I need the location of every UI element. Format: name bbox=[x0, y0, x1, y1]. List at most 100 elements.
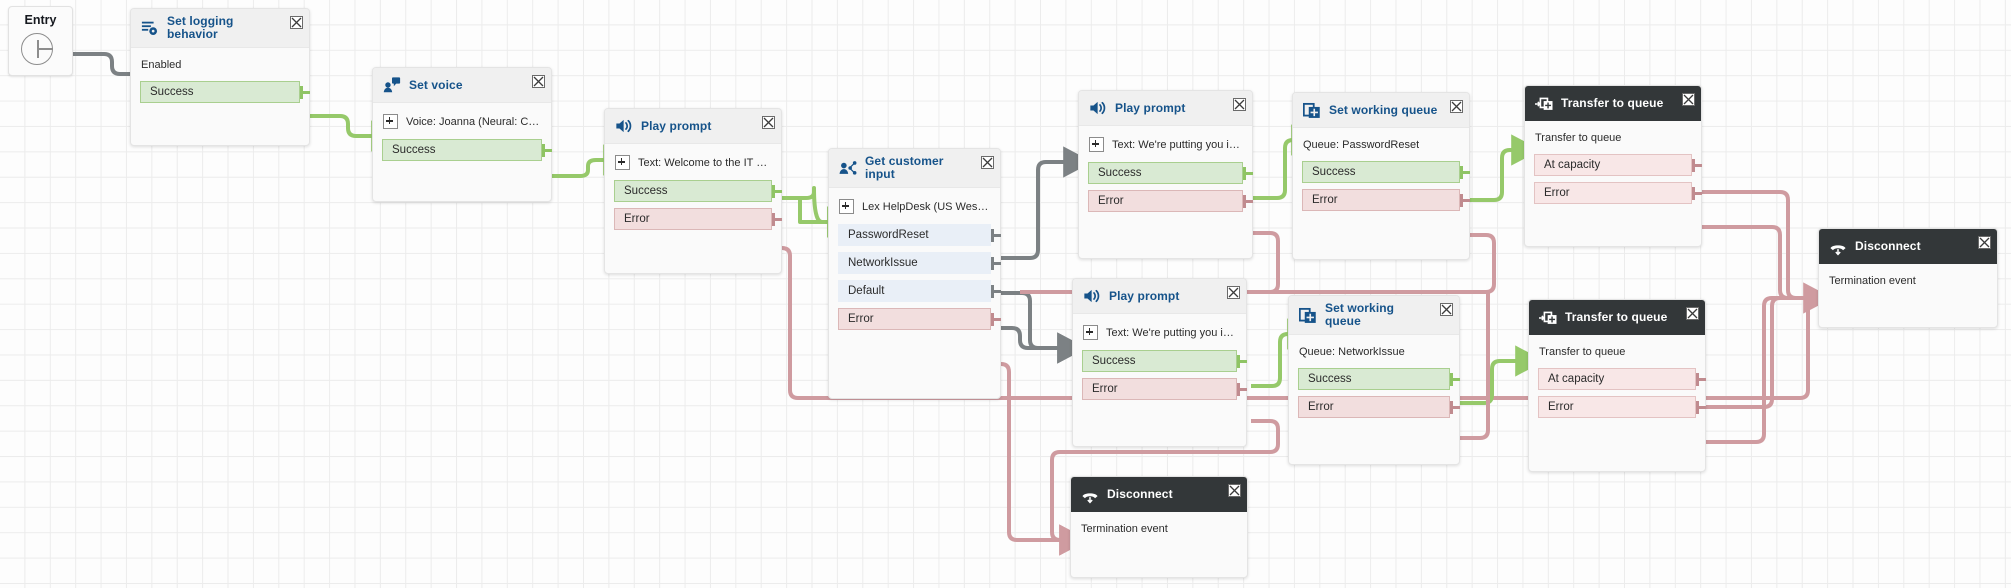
node-play-prompt-queue-network[interactable]: Play prompt Text: We're putting you in a… bbox=[1072, 278, 1247, 447]
close-icon[interactable] bbox=[762, 116, 775, 129]
close-icon[interactable] bbox=[532, 75, 545, 88]
port-connector-nub[interactable] bbox=[991, 257, 1001, 270]
node-get-customer-input[interactable]: Get customer input Lex HelpDesk (US West… bbox=[828, 148, 1001, 399]
port-connector-nub[interactable] bbox=[772, 213, 782, 226]
close-icon[interactable] bbox=[290, 16, 303, 29]
entry-node[interactable]: Entry bbox=[8, 6, 73, 76]
port-branch[interactable]: Default bbox=[838, 280, 1001, 302]
port-success[interactable]: Success bbox=[1082, 350, 1247, 372]
port-label: Error bbox=[848, 313, 874, 325]
node-set-logging-behavior[interactable]: Set logging behavior Enabled Success bbox=[130, 8, 310, 146]
port-error[interactable]: Error bbox=[838, 308, 1001, 330]
node-header[interactable]: Transfer to queue bbox=[1529, 300, 1705, 335]
port-connector-nub[interactable] bbox=[1460, 166, 1470, 179]
play-prompt-icon bbox=[616, 119, 632, 133]
port-error[interactable]: Error bbox=[1088, 190, 1253, 212]
node-header[interactable]: Set working queue bbox=[1289, 296, 1459, 335]
node-play-prompt-welcome[interactable]: Play prompt Text: Welcome to the IT Hel.… bbox=[604, 108, 782, 274]
param-row: Termination event bbox=[1081, 521, 1237, 537]
node-params: Termination event bbox=[1071, 512, 1247, 545]
port-branch[interactable]: NetworkIssue bbox=[838, 252, 1001, 274]
port-connector-nub[interactable] bbox=[1450, 373, 1460, 386]
close-icon[interactable] bbox=[1450, 100, 1463, 113]
node-header[interactable]: Play prompt bbox=[1079, 91, 1252, 126]
node-header[interactable]: Disconnect bbox=[1071, 477, 1247, 512]
port-error[interactable]: Error bbox=[1082, 378, 1247, 400]
expand-plus-icon[interactable] bbox=[839, 199, 854, 214]
port-success[interactable]: Success bbox=[140, 81, 310, 103]
close-icon[interactable] bbox=[1228, 484, 1241, 497]
node-header[interactable]: Transfer to queue bbox=[1525, 86, 1701, 121]
close-icon[interactable] bbox=[1978, 236, 1991, 249]
port-connector-nub[interactable] bbox=[1243, 195, 1253, 208]
close-icon[interactable] bbox=[1440, 303, 1453, 316]
expand-plus-icon[interactable] bbox=[1089, 137, 1104, 152]
port-connector-nub[interactable] bbox=[1692, 159, 1702, 172]
port-capacity[interactable]: At capacity bbox=[1538, 368, 1706, 390]
expand-plus-icon[interactable] bbox=[1083, 325, 1098, 340]
port-branch[interactable]: PasswordReset bbox=[838, 224, 1001, 246]
close-icon[interactable] bbox=[1227, 286, 1240, 299]
port-success[interactable]: Success bbox=[614, 180, 782, 202]
expand-plus-icon[interactable] bbox=[615, 155, 630, 170]
node-header[interactable]: Set voice bbox=[373, 68, 551, 103]
close-icon[interactable] bbox=[981, 156, 994, 169]
param-row[interactable]: Voice: Joanna (Neural: Con... bbox=[383, 112, 541, 131]
port-connector-nub[interactable] bbox=[1460, 194, 1470, 207]
port-connector-nub[interactable] bbox=[300, 86, 310, 99]
node-transfer-to-queue-password[interactable]: Transfer to queue Transfer to queue At c… bbox=[1524, 85, 1702, 247]
node-disconnect-right[interactable]: Disconnect Termination event bbox=[1818, 228, 1998, 328]
port-error[interactable]: Error bbox=[614, 208, 782, 230]
port-connector-nub[interactable] bbox=[1696, 401, 1706, 414]
port-capacity[interactable]: At capacity bbox=[1534, 154, 1702, 176]
port-connector-nub[interactable] bbox=[772, 185, 782, 198]
port-success[interactable]: Success bbox=[382, 139, 552, 161]
node-header[interactable]: Set logging behavior bbox=[131, 9, 309, 48]
node-disconnect-bottom[interactable]: Disconnect Termination event bbox=[1070, 476, 1248, 578]
close-x-glyph bbox=[533, 76, 544, 87]
param-row[interactable]: Text: We're putting you in a ... bbox=[1089, 135, 1242, 154]
wire-transfer1-atcapacity bbox=[1702, 190, 1833, 314]
node-header[interactable]: Disconnect bbox=[1819, 229, 1997, 264]
close-icon[interactable] bbox=[1233, 98, 1246, 111]
port-connector-nub[interactable] bbox=[991, 285, 1001, 298]
port-success[interactable]: Success bbox=[1302, 161, 1470, 183]
node-set-voice[interactable]: Set voice Voice: Joanna (Neural: Con... … bbox=[372, 67, 552, 202]
port-connector-nub[interactable] bbox=[1243, 167, 1253, 180]
port-connector-nub[interactable] bbox=[1450, 401, 1460, 414]
port-success[interactable]: Success bbox=[1298, 368, 1460, 390]
param-text: Transfer to queue bbox=[1539, 346, 1626, 358]
node-title: Transfer to queue bbox=[1565, 310, 1668, 324]
port-connector-nub[interactable] bbox=[1237, 355, 1247, 368]
port-connector-nub[interactable] bbox=[1696, 373, 1706, 386]
port-connector-nub[interactable] bbox=[991, 229, 1001, 242]
close-icon[interactable] bbox=[1682, 93, 1695, 106]
port-connector-nub[interactable] bbox=[991, 313, 1001, 326]
port-label: NetworkIssue bbox=[848, 257, 918, 269]
wire-getinput-error-to-disconnect bbox=[1000, 362, 1089, 556]
node-header[interactable]: Set working queue bbox=[1293, 93, 1469, 128]
node-play-prompt-queue-password[interactable]: Play prompt Text: We're putting you in a… bbox=[1078, 90, 1253, 259]
node-set-working-queue-password[interactable]: Set working queue Queue: PasswordReset S… bbox=[1292, 92, 1470, 260]
port-success[interactable]: Success bbox=[1088, 162, 1253, 184]
node-params: Queue: NetworkIssue bbox=[1289, 335, 1459, 368]
port-error[interactable]: Error bbox=[1534, 182, 1702, 204]
node-set-working-queue-network[interactable]: Set working queue Queue: NetworkIssue Su… bbox=[1288, 295, 1460, 465]
param-row[interactable]: Text: Welcome to the IT Hel... bbox=[615, 153, 771, 172]
node-header[interactable]: Play prompt bbox=[605, 109, 781, 144]
port-error[interactable]: Error bbox=[1302, 189, 1470, 211]
close-icon[interactable] bbox=[1686, 307, 1699, 320]
port-error[interactable]: Error bbox=[1298, 396, 1460, 418]
port-connector-nub[interactable] bbox=[1692, 187, 1702, 200]
expand-plus-icon[interactable] bbox=[383, 114, 398, 129]
node-header[interactable]: Get customer input bbox=[829, 149, 1000, 188]
node-transfer-to-queue-network[interactable]: Transfer to queue Transfer to queue At c… bbox=[1528, 299, 1706, 472]
port-connector-nub[interactable] bbox=[542, 144, 552, 157]
port-error[interactable]: Error bbox=[1538, 396, 1706, 418]
param-row[interactable]: Lex HelpDesk (US West: O... bbox=[839, 197, 990, 216]
param-row[interactable]: Text: We're putting you in a ... bbox=[1083, 323, 1236, 342]
wire-networkissue-to-playprompt bbox=[1001, 291, 1087, 364]
node-header[interactable]: Play prompt bbox=[1073, 279, 1246, 314]
port-connector-nub[interactable] bbox=[1237, 383, 1247, 396]
